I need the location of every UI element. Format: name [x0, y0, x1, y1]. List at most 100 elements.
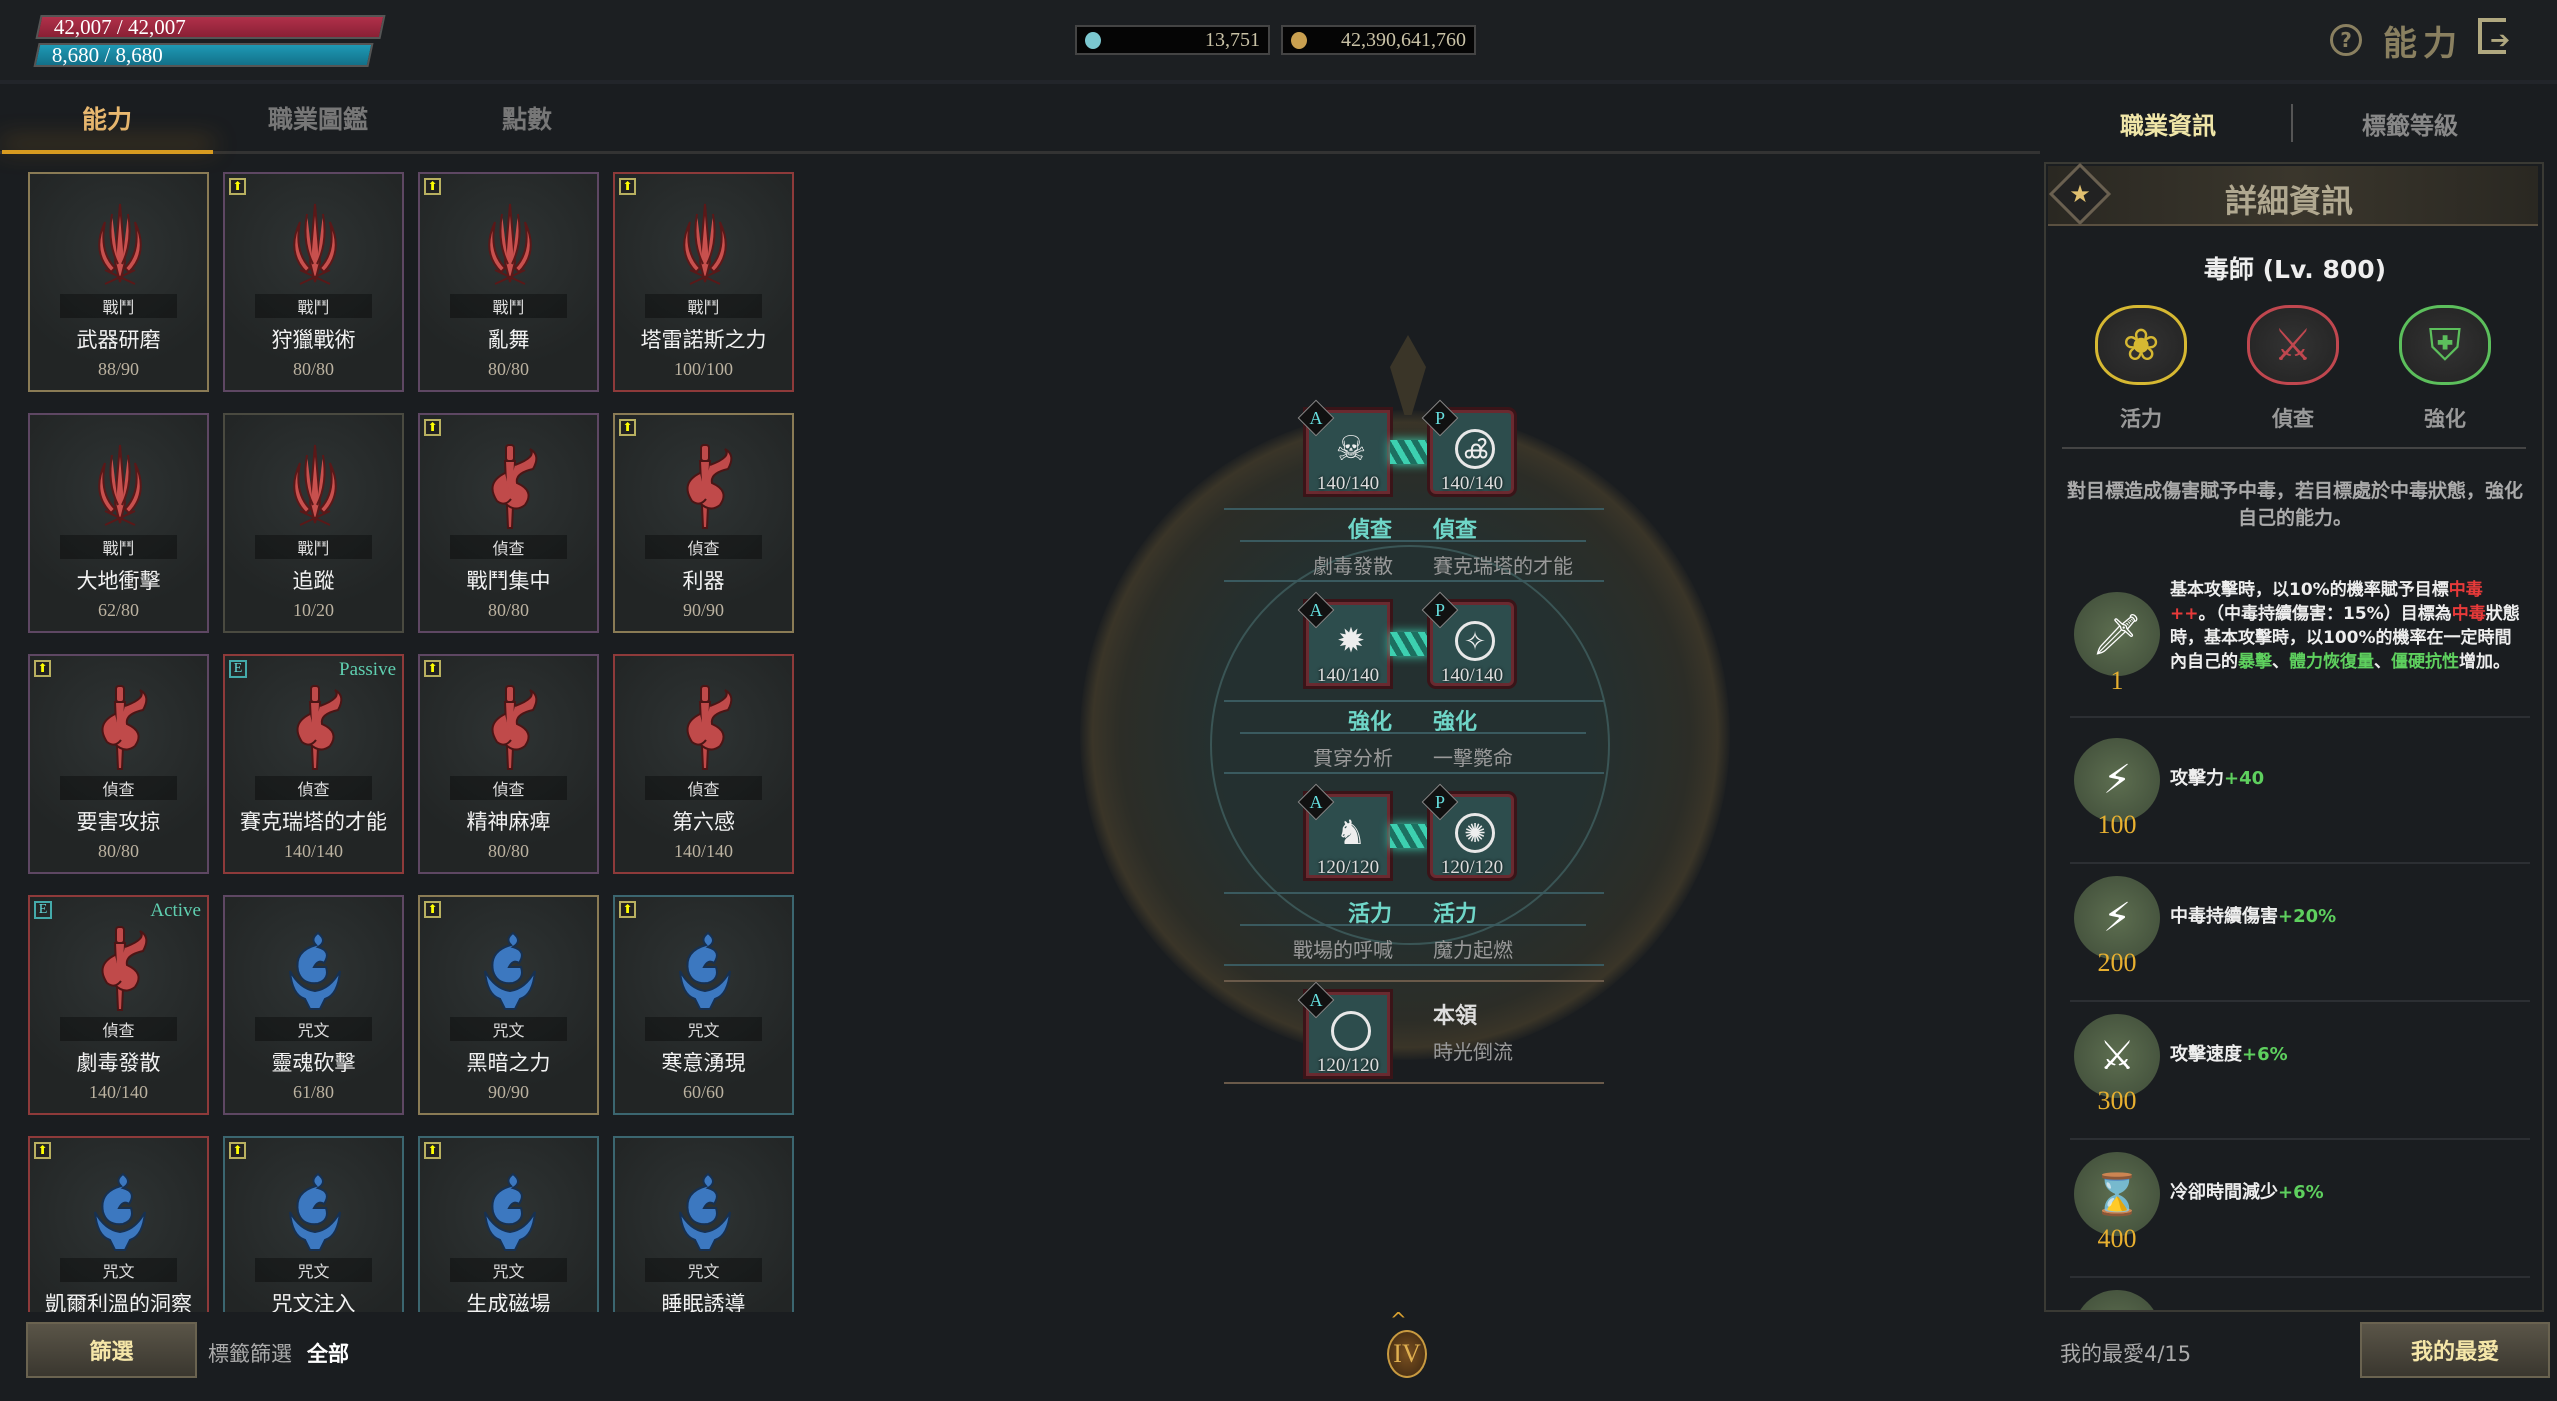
- active-skill-name: 戰場的呼喊: [1293, 938, 1393, 962]
- upgrade-arrow-icon: ⬆: [619, 178, 636, 195]
- skill-glyph-icon: ൿ: [1455, 429, 1495, 469]
- upgrade-arrow-icon: ⬆: [424, 1142, 441, 1159]
- divider: [1224, 700, 1604, 702]
- skill-level: 120/120: [1316, 857, 1380, 878]
- upgrade-arrow-icon: ⬆: [424, 901, 441, 918]
- skill-glyph-icon: ♞: [1335, 813, 1367, 853]
- effect-icon: ⚔: [2074, 1014, 2160, 1098]
- tab-points[interactable]: 點數: [502, 105, 553, 134]
- ability-card[interactable]: ⬆咒文咒文注入: [223, 1136, 404, 1312]
- skill-level: 140/140: [1440, 473, 1504, 494]
- upgrade-arrow-icon: ⬆: [619, 901, 636, 918]
- passive-skill-category: 偵查: [1433, 518, 1478, 543]
- passive-skill-slot[interactable]: P✺120/120: [1421, 783, 1514, 878]
- tab-class-info[interactable]: 職業資訊: [2120, 112, 2216, 140]
- card-category: 咒文: [255, 1017, 372, 1041]
- class-emblem-label: 強化: [2424, 407, 2466, 431]
- link-chain: [1390, 632, 1430, 656]
- card-name: 追蹤: [292, 569, 335, 593]
- exit-icon[interactable]: ➔: [2478, 18, 2510, 54]
- active-skill-slot[interactable]: A✹140/140: [1297, 591, 1390, 686]
- tab-class-codex[interactable]: 職業圖鑑: [268, 105, 369, 134]
- equip-type-tag: Passive: [339, 659, 396, 680]
- effect-text-segment: 體力恢復量: [2289, 652, 2374, 672]
- ability-card[interactable]: ⬆咒文凱爾利溫的洞察: [28, 1136, 209, 1312]
- card-name: 利器: [682, 569, 725, 593]
- card-category: 偵查: [255, 776, 372, 800]
- effect-level: 300: [2097, 1086, 2137, 1115]
- card-category: 咒文: [450, 1258, 567, 1282]
- help-icon[interactable]: ?: [2330, 24, 2362, 56]
- effect-row: ⚡200 中毒持續傷害+20%: [2070, 864, 2530, 1002]
- card-name: 靈魂砍擊: [271, 1051, 356, 1075]
- favorites-button[interactable]: 我的最愛: [2360, 1322, 2550, 1378]
- tab-divider: [0, 151, 2040, 154]
- tag-filter-value[interactable]: 全部: [307, 1342, 349, 1366]
- card-category: 咒文: [450, 1017, 567, 1041]
- effect-bonus: +20%: [2278, 906, 2337, 927]
- effect-icon: ⚡: [2074, 738, 2160, 822]
- effect-level: 200: [2097, 948, 2137, 977]
- detail-header: [2048, 166, 2538, 226]
- divider: [1224, 964, 1604, 966]
- card-name: 亂舞: [487, 328, 530, 352]
- skill-level: 140/140: [1440, 665, 1504, 686]
- active-skill-slot[interactable]: A☠140/140: [1297, 399, 1390, 494]
- card-category: 偵查: [645, 776, 762, 800]
- card-category: 戰鬥: [60, 535, 177, 559]
- class-emblem-2-icon[interactable]: ⛨: [2399, 305, 2491, 385]
- active-skill-slot[interactable]: A♞120/120: [1297, 783, 1390, 878]
- tab-abilities[interactable]: 能力: [82, 105, 133, 134]
- class-emblem-label: 活力: [2120, 407, 2162, 431]
- effect-text-segment: 僵硬抗性: [2391, 652, 2459, 672]
- ability-card[interactable]: ⬆咒文生成磁場: [418, 1136, 599, 1312]
- class-emblem-1-icon[interactable]: ⚔: [2247, 305, 2339, 385]
- active-skill-name: 劇毒發散: [1313, 554, 1393, 578]
- effect-icon: ⚡: [2074, 876, 2160, 960]
- class-emblem-0-icon[interactable]: ❀: [2095, 305, 2187, 385]
- effect-level: 400: [2097, 1224, 2137, 1253]
- gold-currency: 42,390,641,760: [1281, 25, 1476, 55]
- ability-card[interactable]: 咒文睡眠誘導: [613, 1136, 794, 1312]
- passive-skill-slot[interactable]: P✧140/140: [1421, 591, 1514, 686]
- divider: [1224, 580, 1604, 582]
- effect-text-segment: 狀態時，基本攻擊時，以100%的機率在一定時間內自己的: [2170, 604, 2520, 672]
- page-emblem[interactable]: IV: [1387, 1330, 1427, 1378]
- link-chain: [1390, 824, 1430, 848]
- filter-button[interactable]: 篩選: [26, 1322, 197, 1378]
- link-chain: [1390, 440, 1430, 464]
- card-category: 偵查: [450, 776, 567, 800]
- tab-tag-level[interactable]: 標籤等級: [2362, 112, 2458, 140]
- upgrade-arrow-icon: ⬆: [424, 660, 441, 677]
- effect-stat: 中毒持續傷害: [2170, 906, 2278, 927]
- card-name: 塔雷諾斯之力: [640, 328, 767, 352]
- skill-level: 140/140: [1316, 473, 1380, 494]
- card-category: 咒文: [645, 1258, 762, 1282]
- chevron-up-icon[interactable]: ^: [1390, 1308, 1407, 1332]
- effect-stat: 攻擊力: [2170, 768, 2224, 789]
- card-category: 戰鬥: [60, 294, 177, 318]
- card-category: 偵查: [450, 535, 567, 559]
- hp-bar: 42,007 / 42,007: [35, 15, 386, 39]
- card-category: 咒文: [60, 1258, 177, 1282]
